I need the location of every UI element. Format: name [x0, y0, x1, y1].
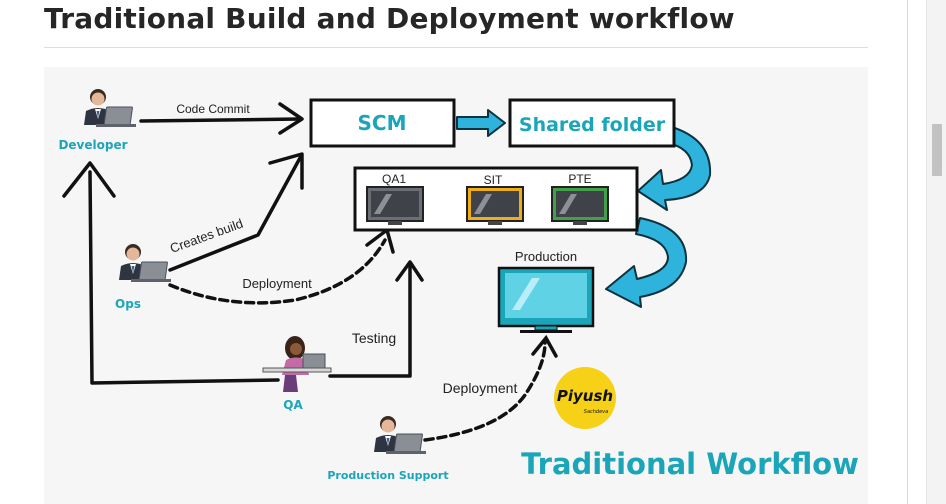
- creates-build-label: Creates build: [168, 216, 245, 256]
- qa1-label: QA1: [382, 172, 406, 186]
- environments-box: QA1 SIT PTE: [353, 166, 639, 232]
- title-divider: [44, 47, 868, 48]
- production-label: Production: [515, 249, 577, 264]
- qa-person-icon: [262, 336, 332, 392]
- qa-feedback-arrow: [88, 170, 280, 385]
- logo-surname: Sachdeva: [584, 409, 608, 415]
- shared-folder-label: Shared folder: [519, 114, 666, 136]
- scm-to-shared-arrow: [456, 109, 506, 137]
- creates-build-arrow: [168, 156, 302, 272]
- testing-label: Testing: [352, 330, 396, 346]
- workflow-diagram: [44, 67, 868, 504]
- qa1-monitor-icon: [366, 186, 424, 225]
- sit-label: SIT: [484, 173, 503, 187]
- shared-folder-box: Shared folder: [508, 98, 676, 148]
- piyush-logo: Piyush Sachdeva: [554, 367, 616, 429]
- content-border: [907, 0, 908, 504]
- production-support-icon: [373, 415, 427, 455]
- pte-monitor-icon: [551, 186, 609, 225]
- scm-box: SCM: [309, 98, 456, 148]
- testing-arrow: [328, 263, 412, 378]
- code-commit-label: Code Commit: [176, 102, 250, 116]
- deployment-ops-arrow: [168, 238, 387, 305]
- scm-label: SCM: [358, 111, 407, 135]
- code-commit-arrow: [139, 117, 302, 123]
- pte-label: PTE: [568, 172, 591, 186]
- developer-icon: [83, 88, 137, 128]
- deployment-ops-label: Deployment: [242, 276, 312, 291]
- deployment-prod-arrow: [423, 341, 547, 442]
- ops-icon: [118, 243, 172, 283]
- traditional-workflow-title: Traditional Workflow: [521, 447, 859, 481]
- scrollbar-thumb[interactable]: [932, 124, 942, 176]
- env-to-prod-arrow: [605, 217, 688, 308]
- developer-label: Developer: [58, 138, 127, 152]
- production-monitor-icon: Production: [497, 249, 595, 333]
- article-title: Traditional Build and Deployment workflo…: [44, 2, 735, 35]
- ops-label: Ops: [115, 297, 141, 311]
- deployment-prod-label: Deployment: [443, 380, 518, 396]
- logo-name: Piyush: [557, 387, 613, 405]
- sit-monitor-icon: [466, 186, 524, 225]
- production-support-label: Production Support: [327, 469, 448, 482]
- qa-label: QA: [283, 398, 303, 412]
